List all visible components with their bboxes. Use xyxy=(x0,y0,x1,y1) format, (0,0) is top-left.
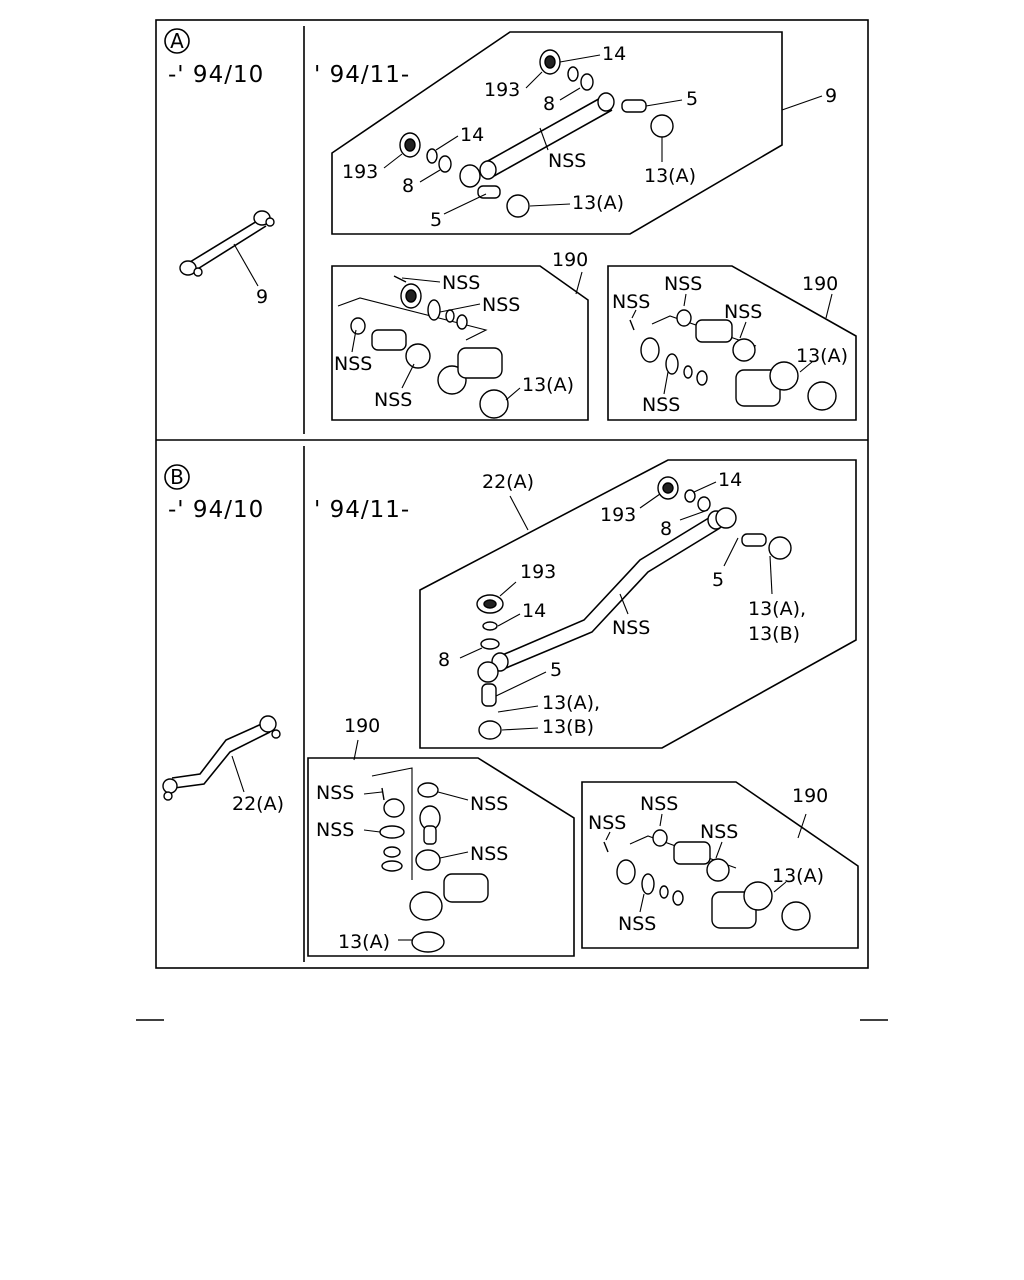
top-stud-a xyxy=(621,99,647,113)
assembly-9-tube xyxy=(479,92,615,180)
label-b-bottom-stud: 5 xyxy=(550,659,562,681)
kit-a-left-pin: NSS xyxy=(442,272,480,294)
label-a-top-stud: 5 xyxy=(686,88,698,110)
assembly-9-callout: 9 xyxy=(825,85,837,107)
kit-b-left-oring: NSS xyxy=(316,819,354,841)
kit-b-right-cup: NSS xyxy=(700,821,738,843)
top-joint-b xyxy=(715,507,737,529)
top-washer-a xyxy=(580,73,594,91)
label-a-bottom-stud: 5 xyxy=(430,209,442,231)
kit-a-right-cup: NSS xyxy=(724,301,762,323)
label-a-top-seal: 193 xyxy=(484,79,520,101)
kit-b-left-boot: 13(A) xyxy=(338,931,390,953)
label-b-bottom-boot-a: 13(A), xyxy=(542,692,600,714)
kit-b-right-callout: 190 xyxy=(792,785,828,807)
kit-b-left-seal: NSS xyxy=(470,843,508,865)
section-b: B -' 94/10 ' 94/11- 22(A) 22(A) xyxy=(162,459,859,957)
assembly-22a-tube xyxy=(491,510,725,672)
bottom-ring-b xyxy=(482,621,498,631)
badge-b: B xyxy=(170,465,184,489)
label-b-top-boot-b: 13(B) xyxy=(748,623,800,645)
bottom-washer-a xyxy=(438,155,452,173)
badge-a-circle xyxy=(164,28,190,54)
label-a-tube: NSS xyxy=(548,150,586,172)
date-range-a-right: ' 94/11- xyxy=(314,62,410,88)
kit-b-left-pin: NSS xyxy=(316,782,354,804)
top-stud-b xyxy=(741,533,767,547)
kit-a-left-oring: NSS xyxy=(482,294,520,316)
top-washer-b xyxy=(697,496,711,512)
label-b-top-seal: 193 xyxy=(600,504,636,526)
section-a: A -' 94/10 ' 94/11- 9 9 xyxy=(164,28,857,421)
kit-a-right-boot: 13(A) xyxy=(796,345,848,367)
kit-a-right-parts xyxy=(629,309,837,411)
label-b-top-washer: 8 xyxy=(660,518,672,540)
top-ring-a xyxy=(567,66,579,82)
label-a-bottom-seal: 193 xyxy=(342,161,378,183)
kit-a-left-parts xyxy=(350,275,509,419)
bottom-joint-a xyxy=(459,164,481,188)
label-b-top-ring: 14 xyxy=(718,469,742,491)
kit-a-right-frame xyxy=(607,265,857,421)
kit-a-right-pin: NSS xyxy=(612,291,650,313)
kit-a-left-cup: NSS xyxy=(374,389,412,411)
outer-frame xyxy=(155,19,869,969)
kit-b-right-pin: NSS xyxy=(588,812,626,834)
kit-a-left-callout: 190 xyxy=(552,249,588,271)
badge-a: A xyxy=(170,29,184,53)
kit-b-right-frame xyxy=(581,781,859,949)
kit-b-right-oring: NSS xyxy=(618,913,656,935)
label-b-top-boot-a: 13(A), xyxy=(748,598,806,620)
label-b-bottom-seal: 193 xyxy=(520,561,556,583)
bottom-ring-a xyxy=(426,148,438,164)
top-ring-b xyxy=(684,489,696,503)
kit-a-left-boot: 13(A) xyxy=(522,374,574,396)
kit-a-left-frame xyxy=(331,265,589,421)
overview-drag-link-b xyxy=(162,715,281,801)
label-b-tube: NSS xyxy=(612,617,650,639)
label-b-top-stud: 5 xyxy=(712,569,724,591)
bottom-boot-b xyxy=(478,720,502,740)
bottom-boot-a xyxy=(506,194,530,218)
assembly-22a-frame xyxy=(419,459,857,749)
date-range-b-right: ' 94/11- xyxy=(314,497,410,523)
assembly-9-frame xyxy=(331,31,783,235)
date-range-a-left: -' 94/10 xyxy=(168,62,264,88)
kit-b-left-frame xyxy=(307,757,575,957)
bottom-joint-b xyxy=(477,661,499,683)
bottom-stud-b xyxy=(481,683,497,707)
label-a-bottom-ring: 14 xyxy=(460,124,484,146)
label-b-bottom-ring: 14 xyxy=(522,600,546,622)
label-a-top-boot: 13(A) xyxy=(644,165,696,187)
label-b-bottom-washer: 8 xyxy=(438,649,450,671)
label-a-top-washer: 8 xyxy=(543,93,555,115)
label-a-bottom-washer: 8 xyxy=(402,175,414,197)
label-b-bottom-boot-b: 13(B) xyxy=(542,716,594,738)
date-range-b-left: -' 94/10 xyxy=(168,497,264,523)
assembly-22a-callout: 22(A) xyxy=(482,471,534,493)
kit-a-right-seal: NSS xyxy=(664,273,702,295)
bottom-washer-b xyxy=(480,638,500,650)
label-a-bottom-boot: 13(A) xyxy=(572,192,624,214)
kit-b-right-parts xyxy=(603,829,811,931)
overview-label-a: 9 xyxy=(256,286,268,308)
label-a-top-ring: 14 xyxy=(602,43,626,65)
kit-a-left-seal: NSS xyxy=(334,353,372,375)
top-boot-b xyxy=(768,536,792,560)
kit-a-right-callout: 190 xyxy=(802,273,838,295)
kit-b-left-callout: 190 xyxy=(344,715,380,737)
kit-b-right-boot: 13(A) xyxy=(772,865,824,887)
badge-b-circle xyxy=(164,464,190,490)
kit-b-left-parts xyxy=(379,782,489,953)
overview-label-b: 22(A) xyxy=(232,793,284,815)
kit-a-right-oring: NSS xyxy=(642,394,680,416)
top-boot-a xyxy=(650,114,674,138)
kit-b-right-seal: NSS xyxy=(640,793,678,815)
overview-tie-rod-a xyxy=(179,210,275,287)
kit-b-left-cap: NSS xyxy=(470,793,508,815)
